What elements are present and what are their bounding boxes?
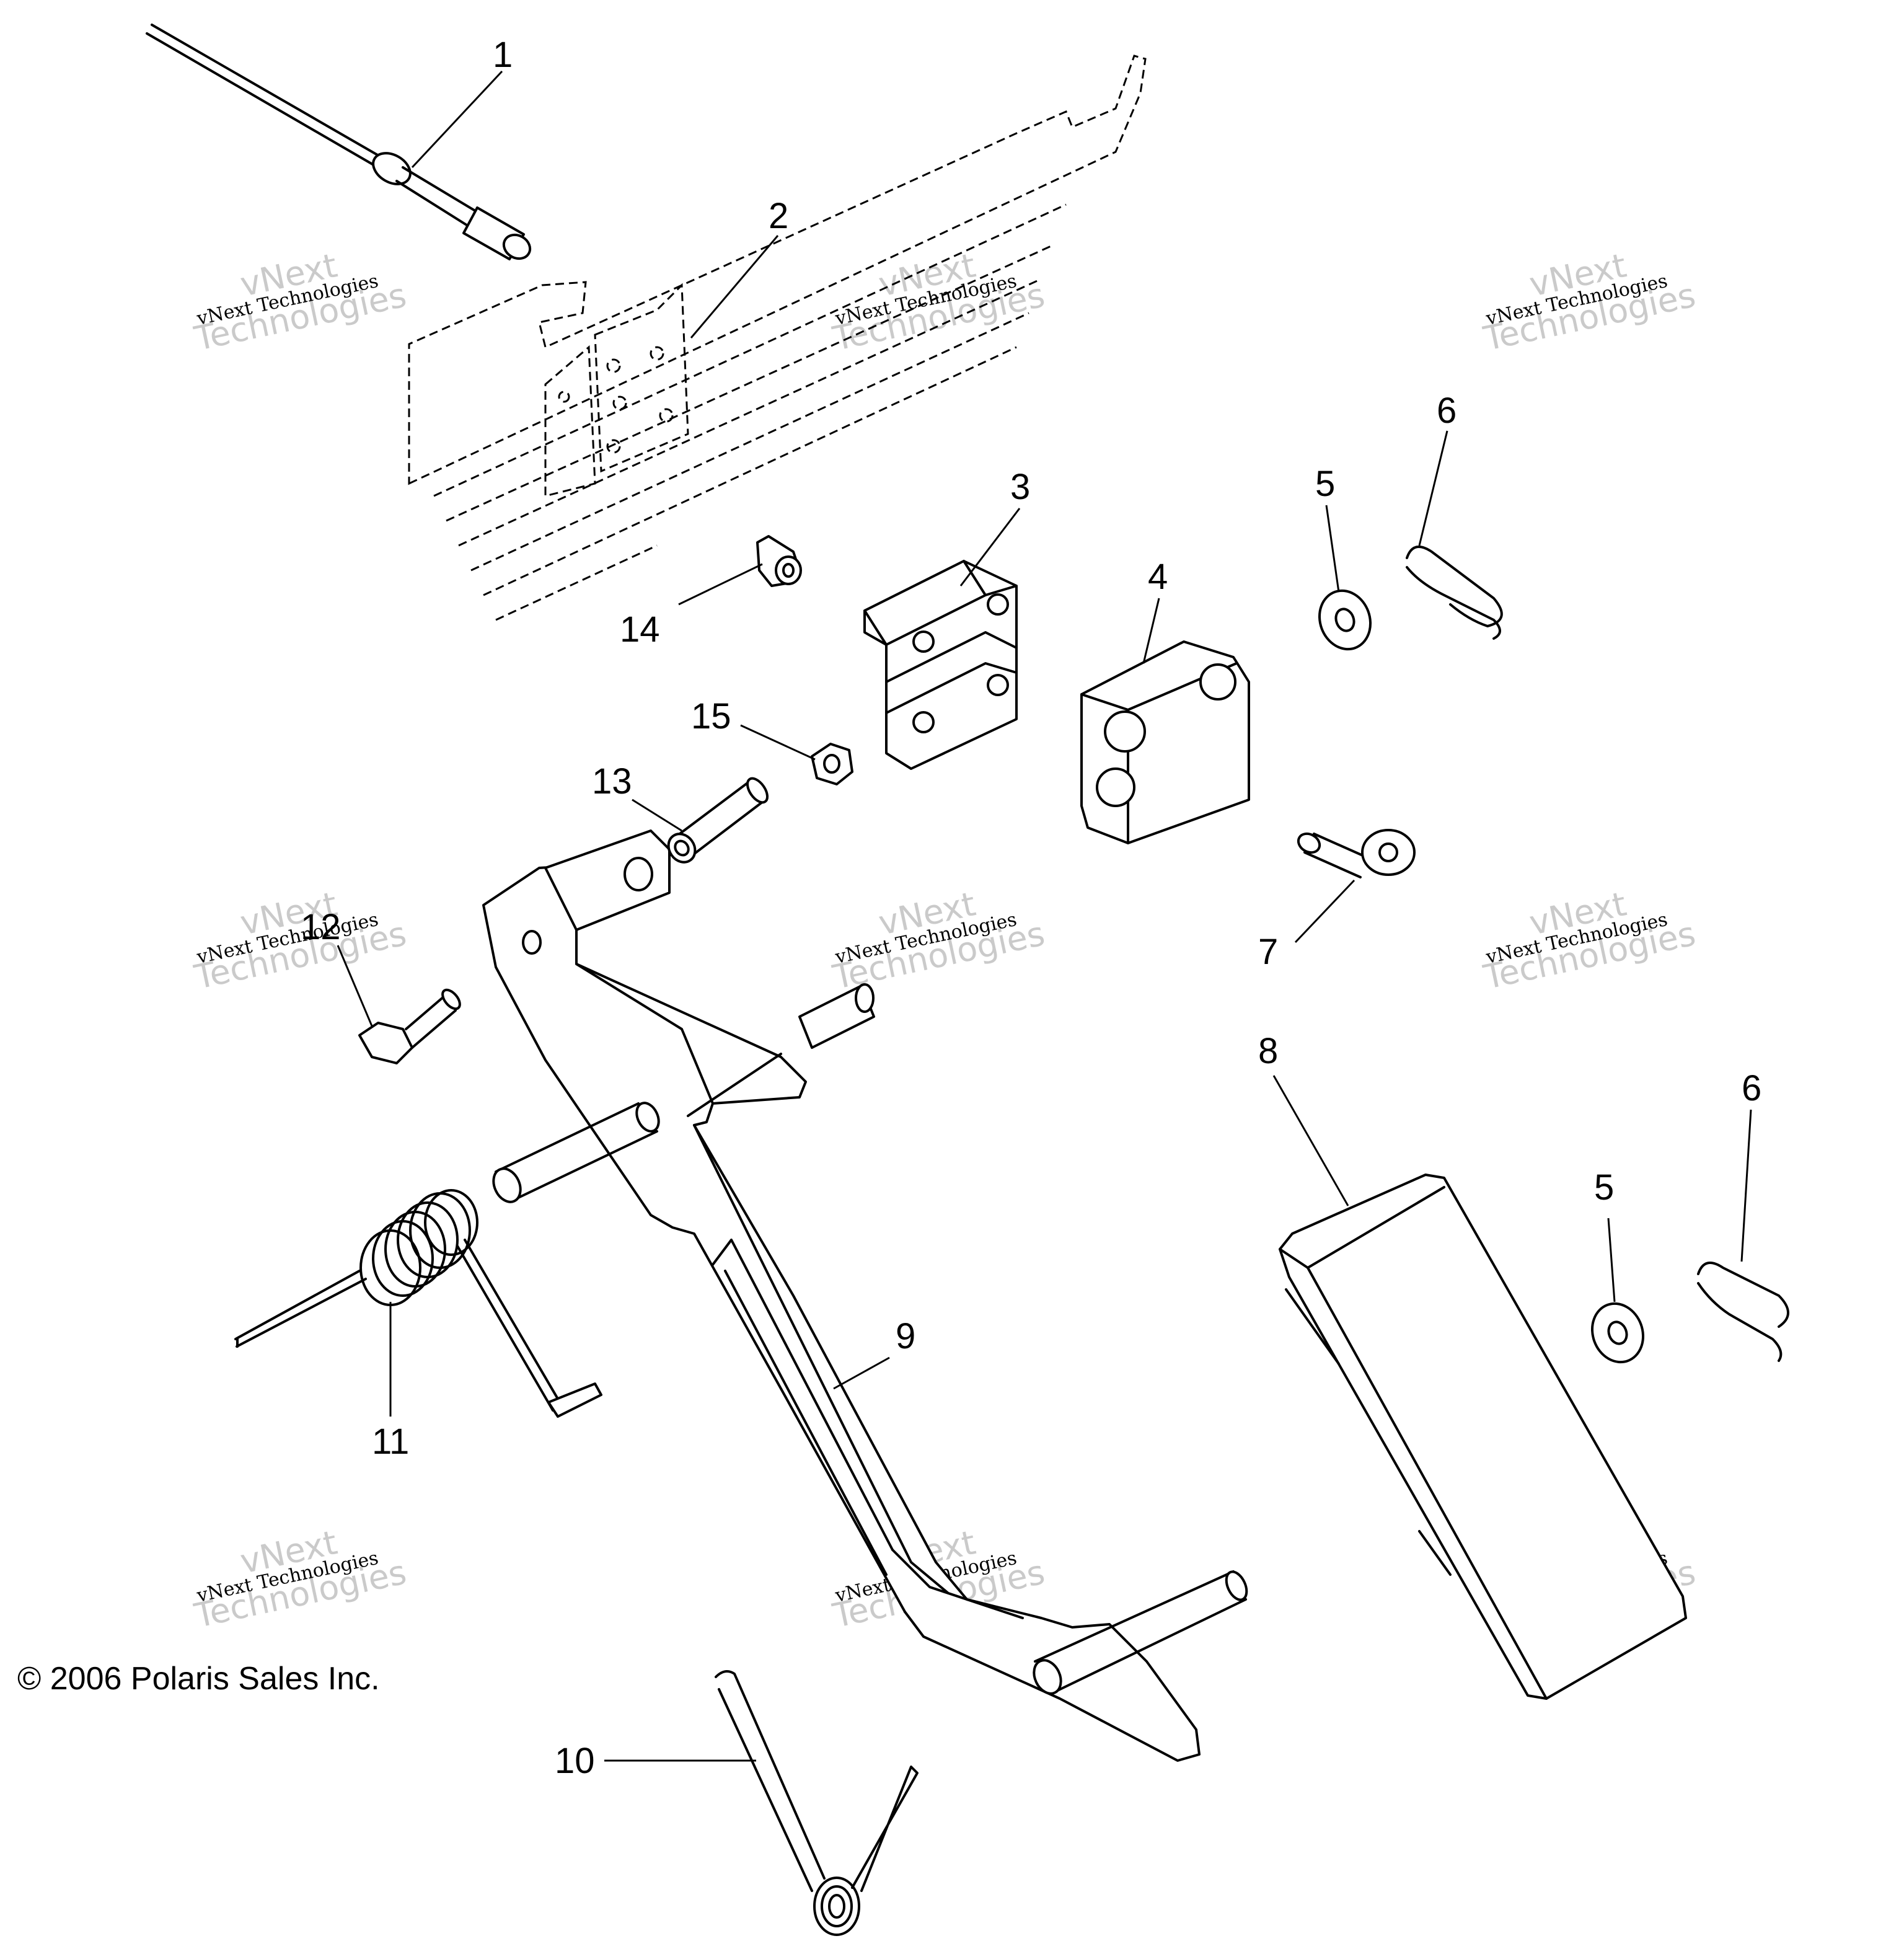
leader-3	[959, 508, 1021, 586]
callout-13: 13	[592, 761, 632, 802]
callout-12: 12	[301, 907, 341, 947]
callout-1: 1	[493, 35, 513, 75]
part-3-bracket	[863, 560, 1018, 770]
leader-6a	[1418, 430, 1448, 546]
leader-2	[690, 235, 779, 338]
callout-2: 2	[769, 196, 788, 236]
part-12-bolt	[358, 988, 461, 1064]
leader-13	[632, 798, 682, 832]
callout-6a: 6	[1437, 391, 1457, 431]
callout-3: 3	[1010, 467, 1030, 507]
part-10-spring-small	[715, 1670, 919, 1936]
callout-9: 9	[896, 1316, 915, 1356]
callout-10: 10	[555, 1741, 595, 1781]
part-7-screw	[1297, 829, 1416, 878]
watermark-5: vNext Technologies vNext Technologies	[829, 884, 1048, 997]
part-11-spring	[234, 1189, 602, 1418]
part-4-housing	[1080, 640, 1250, 844]
watermark-3: vNext Technologies vNext Technologies	[1480, 245, 1699, 358]
part-9-pedal-arm	[482, 829, 1248, 1762]
part-5-washer-lower	[1590, 1302, 1645, 1364]
callout-6b: 6	[1742, 1068, 1761, 1108]
callout-4: 4	[1148, 557, 1168, 597]
part-6-clip-upper	[1406, 546, 1503, 640]
part-14-bushing-small	[756, 535, 802, 587]
part-5-washer-upper	[1318, 589, 1372, 651]
callout-11: 11	[372, 1421, 409, 1462]
callout-5a: 5	[1315, 464, 1335, 504]
part-6-clip-lower	[1697, 1262, 1789, 1362]
leader-14	[678, 563, 763, 606]
leader-lines	[337, 70, 1752, 1762]
leader-7	[1294, 879, 1355, 944]
leader-12	[337, 945, 373, 1027]
watermark-7: vNext Technologies vNext Technologies	[191, 1523, 410, 1635]
leader-5b	[1607, 1218, 1616, 1302]
leader-1	[411, 70, 503, 169]
part-1-cable	[146, 24, 532, 260]
callout-15: 15	[691, 696, 731, 736]
callout-5b: 5	[1594, 1167, 1614, 1208]
leader-8	[1272, 1075, 1349, 1206]
leader-4	[1142, 598, 1160, 664]
part-15-nut	[811, 743, 853, 785]
leader-5a	[1325, 505, 1340, 593]
watermark-2: vNext Technologies vNext Technologies	[829, 245, 1048, 358]
leader-15	[740, 724, 816, 761]
watermark-1: vNext Technologies vNext Technologies	[191, 245, 410, 358]
leader-9	[833, 1356, 890, 1390]
part-2-frame	[408, 55, 1147, 621]
watermark-6: vNext Technologies vNext Technologies	[1480, 884, 1699, 997]
callout-7: 7	[1258, 932, 1278, 972]
part-8-pedal-pad	[1279, 1174, 1687, 1700]
leader-6b	[1740, 1109, 1752, 1262]
part-13-bushing	[667, 777, 769, 864]
callout-14: 14	[620, 609, 660, 650]
watermark-4: vNext Technologies vNext Technologies	[191, 884, 410, 997]
callouts: 1 2 3 4 5 6 7 8 5 6 9 10 11 12 13 14 15	[301, 35, 1761, 1781]
callout-8: 8	[1258, 1031, 1278, 1071]
copyright-notice: © 2006 Polaris Sales Inc.	[17, 1661, 380, 1697]
